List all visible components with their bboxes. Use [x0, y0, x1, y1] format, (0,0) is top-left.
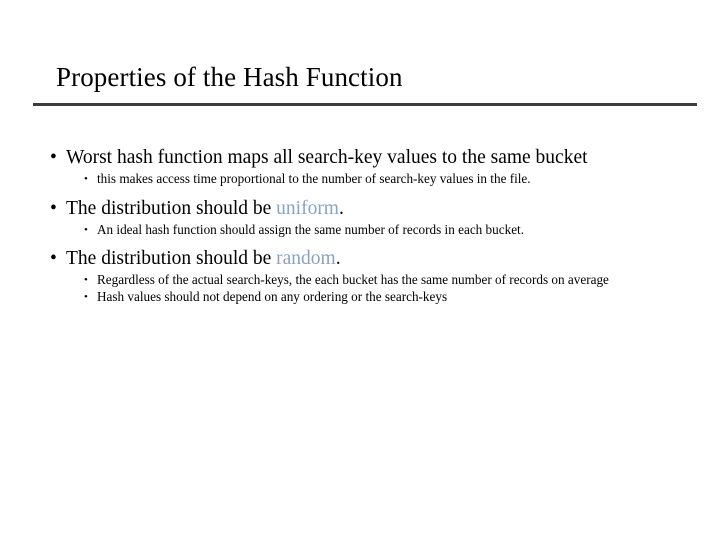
bullet-list: • Worst hash function maps all search-ke…	[46, 146, 694, 313]
bullet-group: • Worst hash function maps all search-ke…	[46, 146, 694, 187]
bullet-group: • The distribution should be random. • R…	[46, 247, 694, 305]
page-title: Properties of the Hash Function	[56, 62, 403, 92]
bullet-text-tail: .	[335, 248, 341, 269]
bullet-marker-icon: •	[84, 274, 88, 286]
bullet-text: An ideal hash function should assign the…	[97, 222, 525, 237]
bullet-marker-icon: •	[84, 173, 88, 185]
bullet-marker-icon: •	[84, 291, 88, 303]
bullet-marker-icon: •	[50, 198, 57, 219]
bullet-item-level2: • Regardless of the actual search-keys, …	[46, 272, 694, 288]
bullet-text: Regardless of the actual search-keys, th…	[97, 272, 609, 287]
bullet-item-level1: • The distribution should be uniform.	[46, 197, 694, 220]
bullet-group: • The distribution should be uniform. • …	[46, 197, 694, 238]
bullet-text: The distribution should be	[66, 248, 277, 269]
bullet-item-level1: • The distribution should be random.	[46, 247, 694, 270]
title-divider	[33, 103, 697, 106]
bullet-item-level2: • An ideal hash function should assign t…	[46, 222, 694, 238]
bullet-text: this makes access time proportional to t…	[97, 171, 531, 186]
bullet-marker-icon: •	[84, 224, 88, 236]
bullet-item-level1: • Worst hash function maps all search-ke…	[46, 146, 694, 169]
bullet-text: Worst hash function maps all search-key …	[66, 147, 588, 168]
title-block: Properties of the Hash Function	[56, 60, 696, 94]
bullet-marker-icon: •	[50, 147, 57, 168]
bullet-text: Hash values should not depend on any ord…	[97, 289, 448, 304]
bullet-text-tail: .	[338, 198, 344, 219]
bullet-marker-icon: •	[50, 248, 57, 269]
bullet-item-level2: • Hash values should not depend on any o…	[46, 289, 694, 305]
bullet-text-accent: uniform	[276, 198, 339, 219]
bullet-text: The distribution should be	[66, 198, 277, 219]
bullet-item-level2: • this makes access time proportional to…	[46, 171, 694, 187]
bullet-text-accent: random	[276, 248, 336, 269]
